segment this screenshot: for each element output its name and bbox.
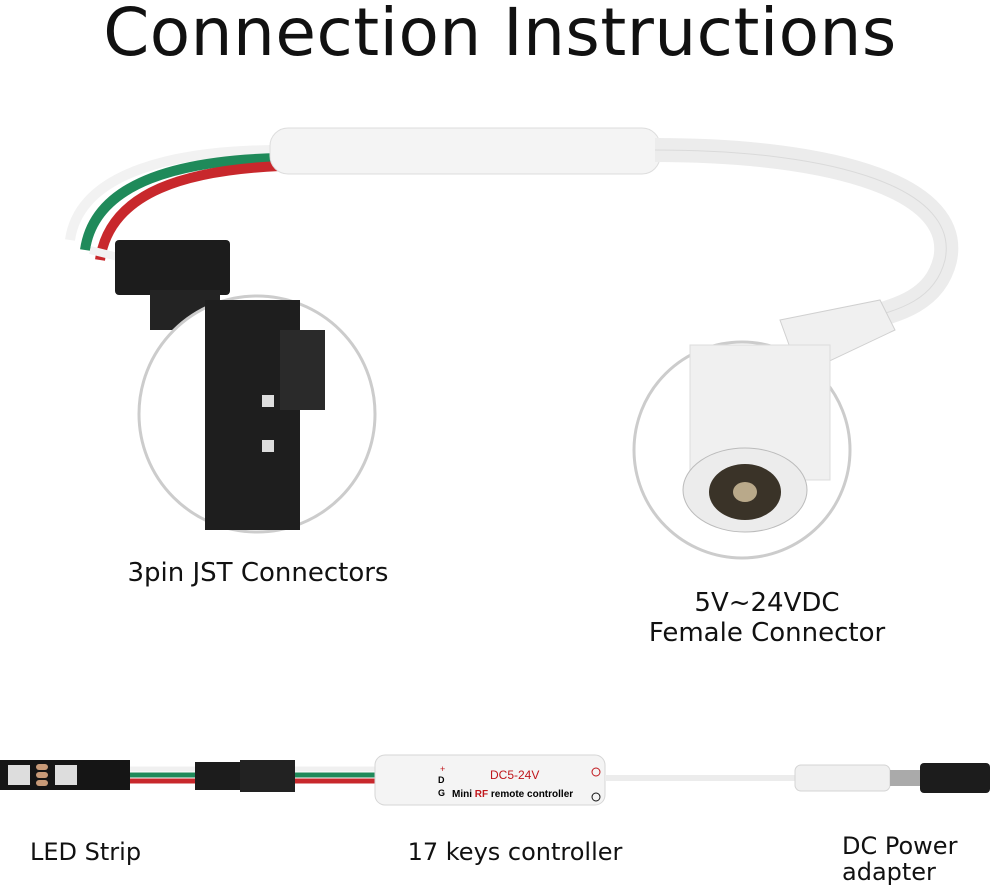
white-cable-top xyxy=(269,127,959,376)
controller-label: 17 keys controller xyxy=(407,838,623,866)
power-adapter-label-line2: adapter xyxy=(842,858,936,886)
controller-name-print: Mini RF remote controller xyxy=(452,789,573,800)
led-strip xyxy=(0,760,130,790)
power-plus-symbol-icon xyxy=(591,767,601,777)
led-strip-label: LED Strip xyxy=(30,838,142,866)
jst-zoom-circle xyxy=(137,294,377,534)
page-title: Connection Instructions xyxy=(103,0,897,71)
voltage-print: DC5-24V xyxy=(490,768,539,782)
tricolor-wires-top xyxy=(65,145,281,264)
pin-plus-label: + xyxy=(440,764,445,774)
female-connector-label: Female Connector xyxy=(648,618,886,648)
pin-d-label: D xyxy=(438,775,445,785)
jst-connectors-label: 3pin JST Connectors xyxy=(127,558,389,588)
bottom-wires xyxy=(130,760,380,792)
dc-female-zoom-circle xyxy=(632,340,852,560)
pin-g-label: G xyxy=(438,788,445,798)
power-cable xyxy=(605,763,990,793)
dc-voltage-label: 5V~24VDC xyxy=(694,588,840,618)
power-minus-symbol-icon xyxy=(591,792,601,802)
power-adapter-label-line1: DC Power xyxy=(842,832,958,860)
controller-print: + D G DC5-24V Mini RF remote controller xyxy=(438,764,601,802)
